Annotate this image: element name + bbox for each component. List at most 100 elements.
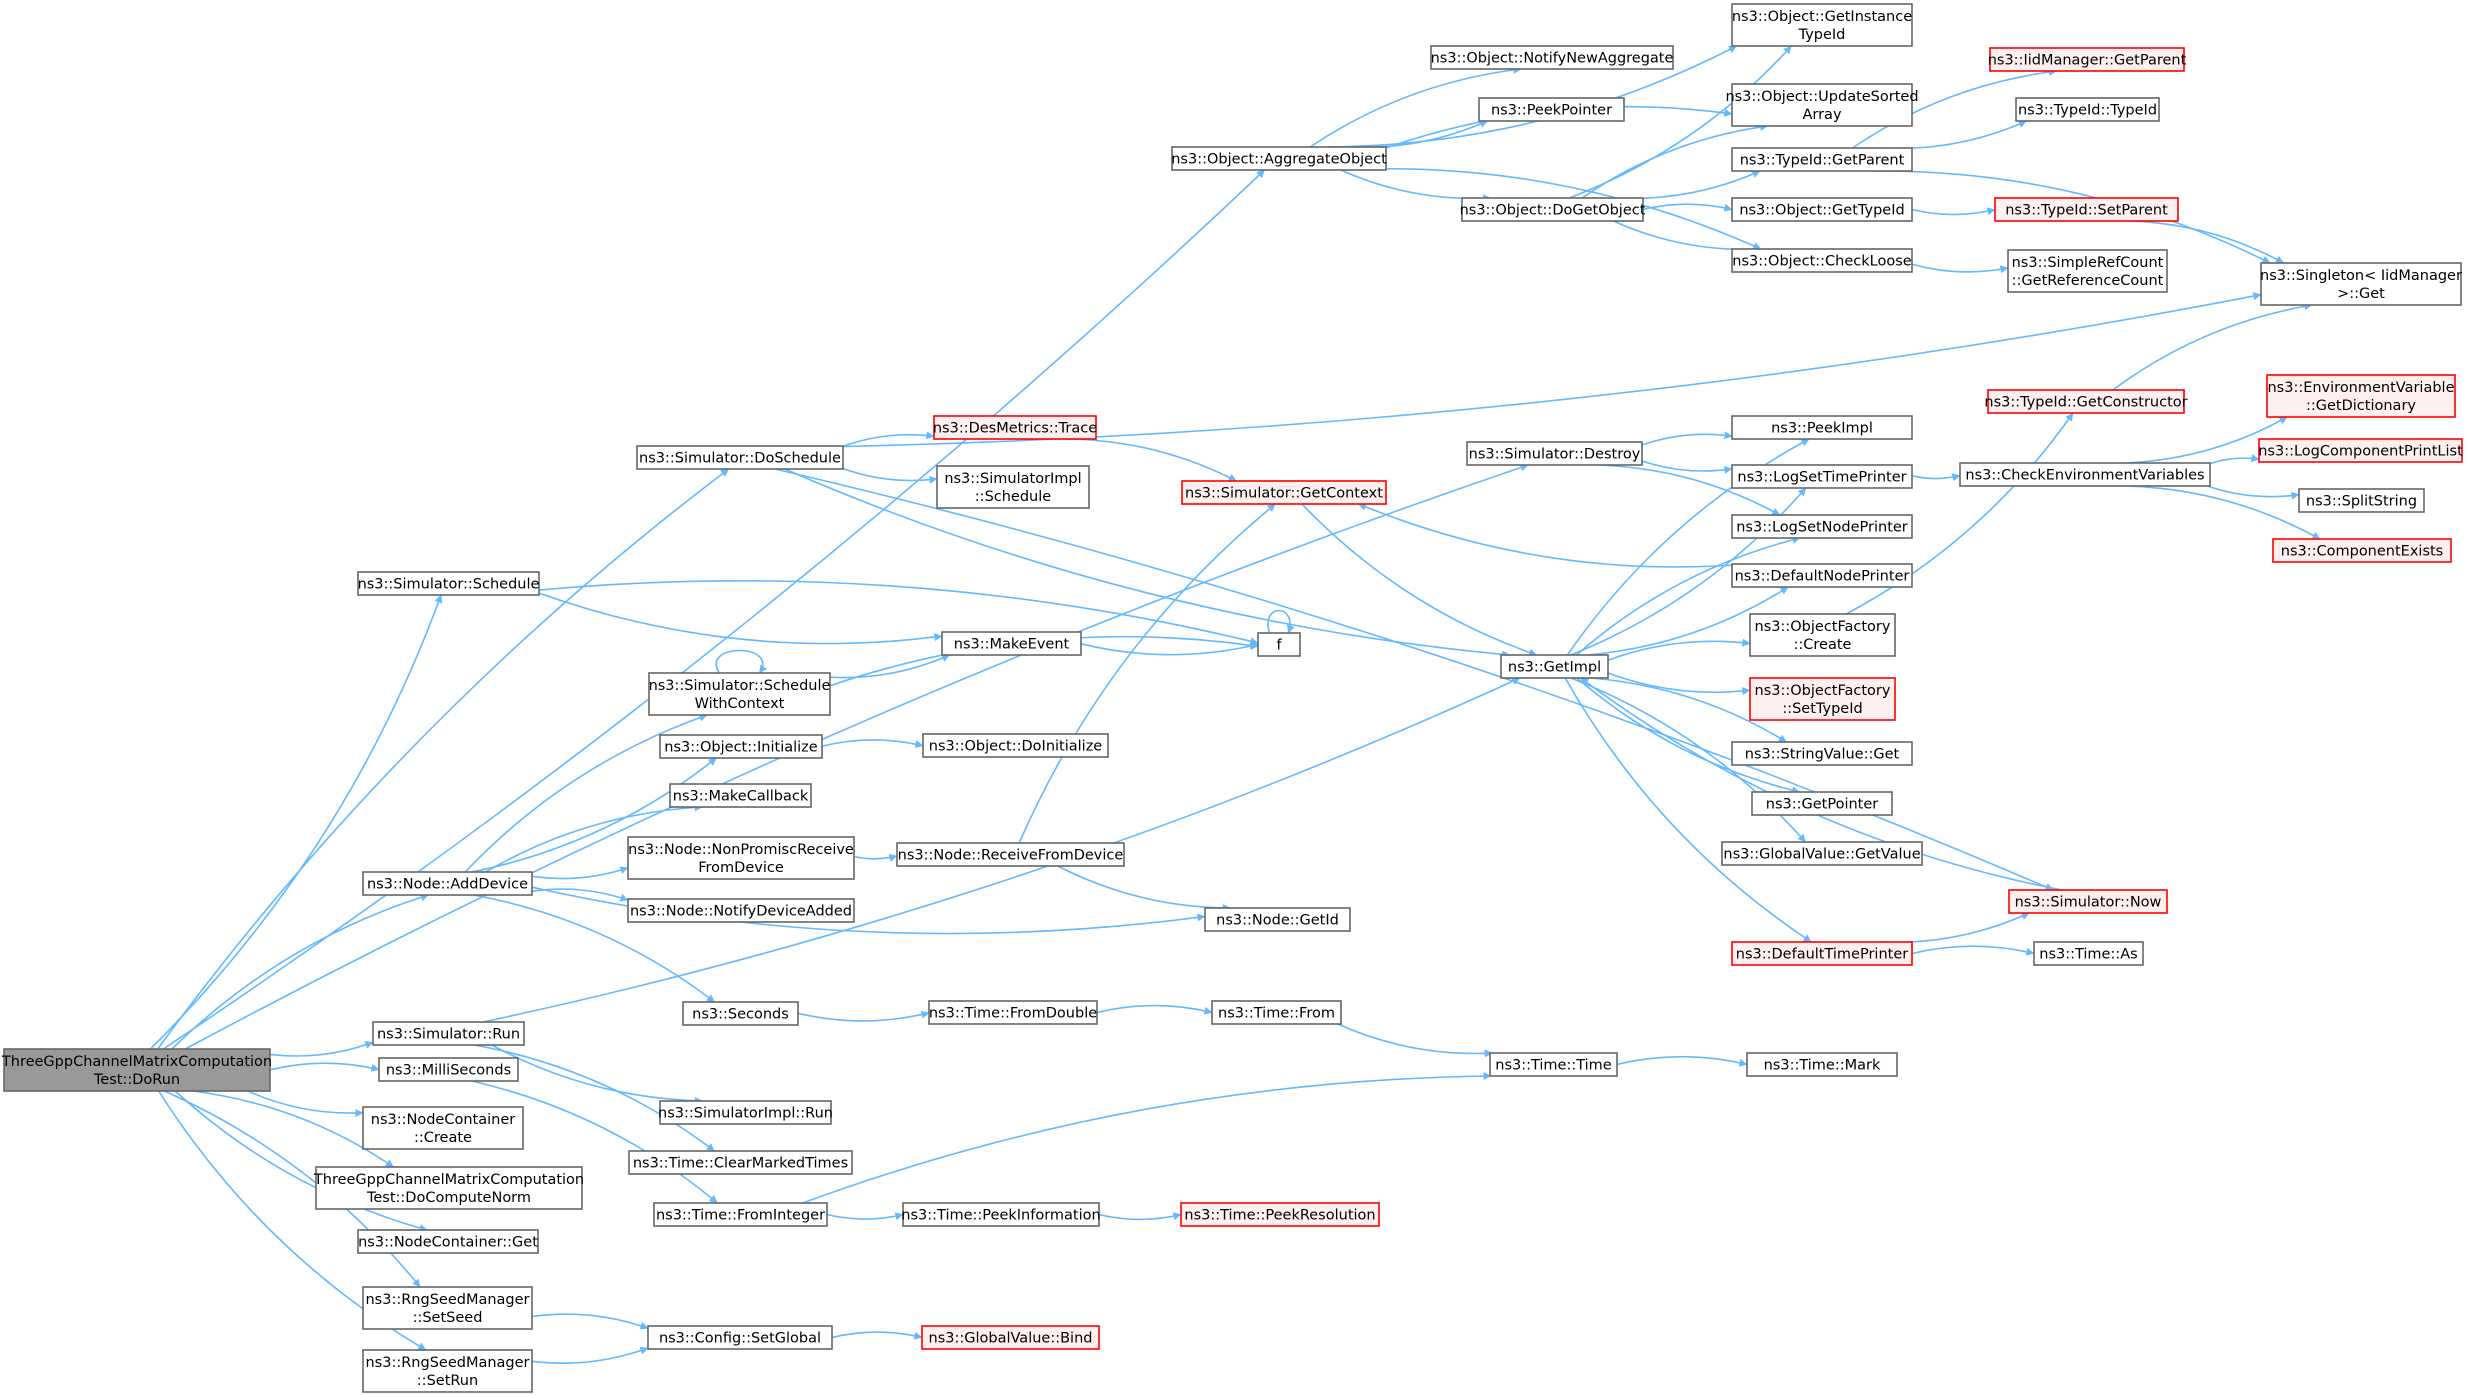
node-nccreate[interactable]: ns3::NodeContainer::Create xyxy=(362,1106,524,1150)
node-label-nonpromisc: ns3::Node::NonPromiscReceive xyxy=(628,842,854,858)
node-timefrom[interactable]: ns3::Time::From xyxy=(1211,1000,1342,1025)
node-label-peekinfo: ns3::Time::PeekInformation xyxy=(901,1208,1100,1224)
node-f[interactable]: f xyxy=(1257,632,1301,657)
node-aggregate[interactable]: ns3::Object::AggregateObject xyxy=(1171,146,1387,171)
node-checkenv[interactable]: ns3::CheckEnvironmentVariables xyxy=(1959,462,2211,487)
node-setglobal[interactable]: ns3::Config::SetGlobal xyxy=(647,1325,833,1350)
node-label-seconds: ns3::Seconds xyxy=(692,1007,789,1023)
edge-root-to-simschedule xyxy=(149,594,443,1050)
node-setseed[interactable]: ns3::RngSeedManager::SetSeed xyxy=(362,1286,533,1330)
node-box-peekpointer xyxy=(1478,97,1625,122)
node-box-millis xyxy=(378,1057,519,1082)
node-label-deftimeprinter: ns3::DefaultTimePrinter xyxy=(1736,947,1908,963)
node-iidgetparent[interactable]: ns3::IidManager::GetParent xyxy=(1988,47,2187,72)
node-timemark[interactable]: ns3::Time::Mark xyxy=(1746,1052,1898,1077)
node-fromdouble[interactable]: ns3::Time::FromDouble xyxy=(928,1000,1098,1025)
node-simnow[interactable]: ns3::Simulator::Now xyxy=(2008,889,2168,914)
edge-getimpl-to-objfactcreate xyxy=(1607,638,1751,661)
node-seconds[interactable]: ns3::Seconds xyxy=(682,1001,799,1026)
node-objfactsettypeid[interactable]: ns3::ObjectFactory::SetTypeId xyxy=(1749,677,1896,721)
node-timetime[interactable]: ns3::Time::Time xyxy=(1489,1052,1618,1077)
node-defnodeprinter[interactable]: ns3::DefaultNodePrinter xyxy=(1731,563,1913,588)
node-label-typeid_typeid: ns3::TypeId::TypeId xyxy=(2018,103,2157,119)
node-millis[interactable]: ns3::MilliSeconds xyxy=(378,1057,519,1082)
node-simimplschedule[interactable]: ns3::SimulatorImpl::Schedule xyxy=(936,465,1090,509)
node-gvbind[interactable]: ns3::GlobalValue::Bind xyxy=(921,1325,1100,1350)
node-doschedule[interactable]: ns3::Simulator::DoSchedule xyxy=(636,445,844,470)
node-notifydevadded[interactable]: ns3::Node::NotifyDeviceAdded xyxy=(627,898,855,923)
node-nodegetid[interactable]: ns3::Node::GetId xyxy=(1204,907,1351,932)
node-logsettime[interactable]: ns3::LogSetTimePrinter xyxy=(1731,464,1913,489)
node-box-simrun xyxy=(372,1021,525,1046)
node-label-getrefcount: ns3::SimpleRefCount xyxy=(2012,255,2164,271)
edge-getimpl-to-logsetnode xyxy=(1575,535,1801,656)
node-objinit[interactable]: ns3::Object::Initialize xyxy=(659,734,823,759)
node-box-objdoinit xyxy=(922,733,1109,758)
node-setrun[interactable]: ns3::RngSeedManager::SetRun xyxy=(362,1349,533,1393)
node-checkloose[interactable]: ns3::Object::CheckLoose xyxy=(1731,248,1913,273)
node-fromint[interactable]: ns3::Time::FromInteger xyxy=(653,1202,828,1227)
node-peekimpl[interactable]: ns3::PeekImpl xyxy=(1731,415,1913,440)
node-box-stringvalueget xyxy=(1731,741,1913,766)
node-typeid_getparent[interactable]: ns3::TypeId::GetParent xyxy=(1731,147,1913,172)
node-clearmarked[interactable]: ns3::Time::ClearMarkedTimes xyxy=(628,1150,853,1175)
node-getimpl[interactable]: ns3::GetImpl xyxy=(1500,654,1609,679)
node-peekinfo[interactable]: ns3::Time::PeekInformation xyxy=(901,1202,1101,1227)
edge-doschedule-to-getimpl xyxy=(784,468,1511,659)
node-getcontext[interactable]: ns3::Simulator::GetContext xyxy=(1181,480,1387,505)
node-splitstring[interactable]: ns3::SplitString xyxy=(2298,488,2425,513)
node-getpointer[interactable]: ns3::GetPointer xyxy=(1751,791,1893,816)
node-adddevice[interactable]: ns3::Node::AddDevice xyxy=(362,871,533,896)
node-label-peekres: ns3::Time::PeekResolution xyxy=(1184,1208,1375,1224)
node-makecallback[interactable]: ns3::MakeCallback xyxy=(669,783,812,808)
node-box-recvfromdev xyxy=(896,842,1125,867)
node-label-timefrom: ns3::Time::From xyxy=(1218,1006,1335,1022)
node-peekpointer[interactable]: ns3::PeekPointer xyxy=(1478,97,1625,122)
node-box-getconstructor xyxy=(1987,389,2185,414)
node-makeevent[interactable]: ns3::MakeEvent xyxy=(941,631,1082,656)
node-destroy[interactable]: ns3::Simulator::Destroy xyxy=(1466,441,1643,466)
node-getconstructor[interactable]: ns3::TypeId::GetConstructor xyxy=(1984,389,2188,414)
node-dogetobject[interactable]: ns3::Object::DoGetObject xyxy=(1460,197,1646,222)
node-destrace[interactable]: ns3::DesMetrics::Trace xyxy=(933,415,1097,440)
node-typeid_setparent[interactable]: ns3::TypeId::SetParent xyxy=(1994,197,2179,222)
node-ncget[interactable]: ns3::NodeContainer::Get xyxy=(357,1229,539,1254)
node-timeas[interactable]: ns3::Time::As xyxy=(2033,941,2144,966)
node-singleton[interactable]: ns3::Singleton< IidManager>::Get xyxy=(2260,262,2462,306)
node-label-getcontext: ns3::Simulator::GetContext xyxy=(1185,486,1383,502)
edge-root-to-millis xyxy=(269,1062,380,1072)
node-peekres[interactable]: ns3::Time::PeekResolution xyxy=(1180,1202,1380,1227)
node-simrun[interactable]: ns3::Simulator::Run xyxy=(372,1021,525,1046)
node-simimplrun[interactable]: ns3::SimulatorImpl::Run xyxy=(658,1100,833,1125)
node-typeid_typeid[interactable]: ns3::TypeId::TypeId xyxy=(2015,97,2160,122)
node-notifynewagg[interactable]: ns3::Object::NotifyNewAggregate xyxy=(1430,45,1674,70)
edge-f-to-f xyxy=(1267,609,1295,634)
edge-checkloose-to-getrefcount xyxy=(1911,263,2009,274)
node-gettypeid[interactable]: ns3::Object::GetTypeId xyxy=(1731,197,1913,222)
node-docomputenorm[interactable]: ThreeGppChannelMatrixComputationTest::Do… xyxy=(313,1166,584,1210)
node-logsetnode[interactable]: ns3::LogSetNodePrinter xyxy=(1731,514,1913,539)
edge-simschedule-to-f xyxy=(538,580,1259,646)
node-layer: ThreeGppChannelMatrixComputationTest::Do… xyxy=(1,3,2463,1393)
edge-objfactcreate-to-getconstructor xyxy=(1845,412,2074,615)
node-getrefcount[interactable]: ns3::SimpleRefCount::GetReferenceCount xyxy=(2007,249,2168,293)
node-envgetdict[interactable]: ns3::EnvironmentVariable::GetDictionary xyxy=(2266,374,2456,418)
node-recvfromdev[interactable]: ns3::Node::ReceiveFromDevice xyxy=(896,842,1125,867)
node-root[interactable]: ThreeGppChannelMatrixComputationTest::Do… xyxy=(1,1048,272,1092)
node-simschedule[interactable]: ns3::Simulator::Schedule xyxy=(357,571,540,596)
node-label-checkenv: ns3::CheckEnvironmentVariables xyxy=(1965,468,2204,484)
node-label-doschedule: ns3::Simulator::DoSchedule xyxy=(639,451,841,467)
node-objfactcreate[interactable]: ns3::ObjectFactory::Create xyxy=(1749,613,1896,657)
node-deftimeprinter[interactable]: ns3::DefaultTimePrinter xyxy=(1731,941,1913,966)
edge-getimpl-to-stringvalueget xyxy=(1589,677,1788,743)
node-logprintlist[interactable]: ns3::LogComponentPrintList xyxy=(2258,438,2463,463)
node-stringvalueget[interactable]: ns3::StringValue::Get xyxy=(1731,741,1913,766)
node-compexists[interactable]: ns3::ComponentExists xyxy=(2272,538,2452,563)
node-objdoinit[interactable]: ns3::Object::DoInitialize xyxy=(922,733,1109,758)
node-globalvalueget[interactable]: ns3::GlobalValue::GetValue xyxy=(1721,841,1923,866)
node-box-splitstring xyxy=(2298,488,2425,513)
